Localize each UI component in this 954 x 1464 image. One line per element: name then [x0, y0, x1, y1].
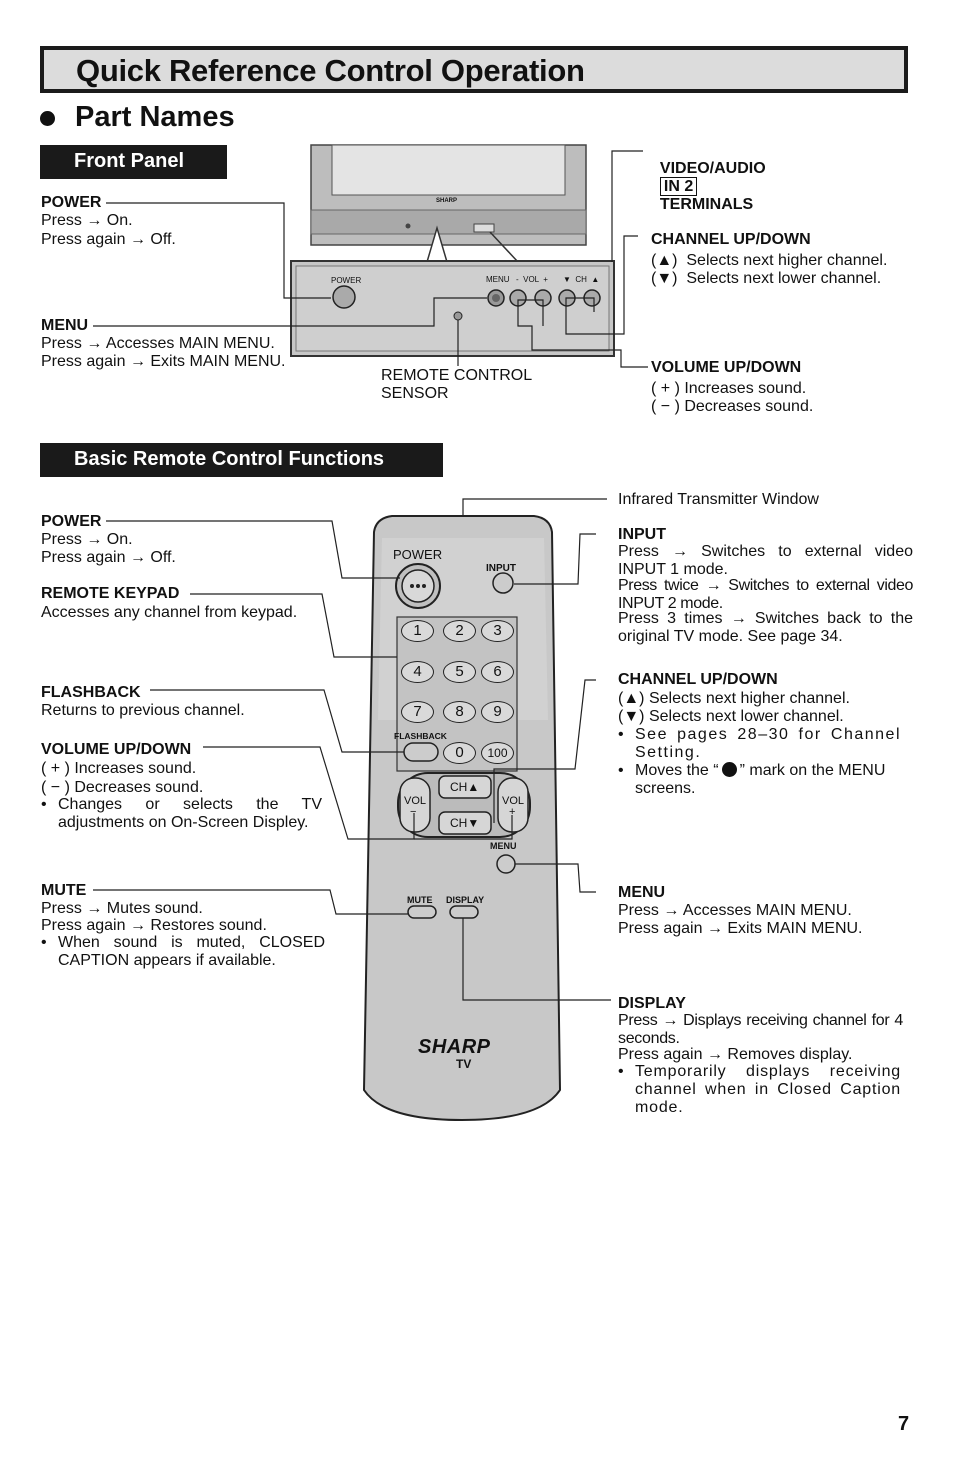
fp-sensor-line2: SENSOR — [381, 385, 449, 402]
key-4[interactable]: 4 — [401, 661, 434, 683]
rc-channel-bullet2: Moves the “” mark on the MENU screens. — [635, 762, 886, 797]
rc-infrared-label: Infrared Transmitter Window — [618, 491, 819, 508]
fp-power-label: POWER — [41, 194, 102, 211]
remote-input-text: INPUT — [486, 563, 516, 574]
fp-volume-line2: ( − ) Decreases sound. — [651, 398, 814, 415]
rc-input-para3: Press 3 times → Switches back to the ori… — [618, 610, 913, 645]
rc-input-para1: Press → Switches to external video INPUT… — [618, 543, 913, 578]
remote-mute-text: MUTE — [407, 895, 433, 905]
page-title: Quick Reference Control Operation — [76, 53, 585, 88]
key-8[interactable]: 8 — [443, 701, 476, 723]
key-9[interactable]: 9 — [481, 701, 514, 723]
tv-screen — [331, 144, 566, 196]
vol-plus-button[interactable]: VOL — [502, 795, 525, 807]
fp-channel-label: CHANNEL UP/DOWN — [651, 231, 811, 248]
vol-minus-sign: − — [410, 806, 417, 818]
rc-mute-line1: Press → Mutes sound. — [41, 900, 203, 917]
fp-channel-line1: (▲) Selects next higher channel. — [651, 252, 888, 269]
fp-volume-line1: ( + ) Increases sound. — [651, 380, 807, 397]
rc-channel-bullet1: See pages 28–30 for Channel Setting. — [635, 726, 901, 761]
rc-display-para1: Press → Displays receiving channel for 4… — [618, 1012, 903, 1047]
remote-brand: SHARP — [418, 1036, 491, 1058]
key-7[interactable]: 7 — [401, 701, 434, 723]
in2-box: IN 2 — [659, 177, 698, 196]
fp-power-line1: Press → On. — [41, 212, 133, 229]
fp-menu-line2: Press again → Exits MAIN MENU. — [41, 353, 286, 370]
section-heading: Part Names — [75, 101, 235, 133]
rc-channel-line1: (▲) Selects next higher channel. — [618, 690, 850, 707]
rc-power-label: POWER — [41, 513, 102, 530]
rc-input-label: INPUT — [618, 526, 666, 543]
menu-dot-icon — [721, 762, 737, 777]
fp-sensor-line1: REMOTE CONTROL — [381, 367, 533, 384]
key-6[interactable]: 6 — [481, 661, 514, 683]
rc-volume-label: VOLUME UP/DOWN — [41, 741, 192, 758]
page-number: 7 — [898, 1413, 910, 1435]
key-2[interactable]: 2 — [443, 620, 476, 642]
rc-input-para2: Press twice → Switches to external video… — [618, 577, 913, 612]
rc-power-line1: Press → On. — [41, 531, 133, 548]
remote-menu-text: MENU — [490, 841, 517, 851]
rc-volume-bullet: Changes or selects the TV adjustments on… — [58, 796, 322, 831]
front-panel-heading: Front Panel — [40, 145, 227, 179]
fp-power-line2: Press again → Off. — [41, 231, 176, 248]
fp-menu-line1: Press → Accesses MAIN MENU. — [41, 335, 275, 352]
rc-mute-line2: Press again → Restores sound. — [41, 917, 267, 934]
fp-video-audio-label: VIDEO/AUDIO IN 2 TERMINALS — [659, 160, 766, 213]
panel-vol-label: - VOL + — [516, 275, 548, 284]
key-1[interactable]: 1 — [401, 620, 434, 642]
rc-menu-line2: Press again → Exits MAIN MENU. — [618, 920, 863, 937]
rc-volume-line2: ( − ) Decreases sound. — [41, 779, 204, 796]
rc-keypad-line1: Accesses any channel from keypad. — [41, 604, 298, 621]
remote-brand-sub: TV — [456, 1057, 472, 1071]
panel-menu-label: MENU — [486, 275, 510, 284]
rc-power-line2: Press again → Off. — [41, 549, 176, 566]
rc-display-bullet: Temporarily displays receiving channel w… — [635, 1063, 901, 1116]
rc-volume-line1: ( + ) Increases sound. — [41, 760, 197, 777]
remote-display-text: DISPLAY — [446, 895, 485, 905]
key-0[interactable]: 0 — [443, 742, 476, 764]
rc-flashback-line1: Returns to previous channel. — [41, 702, 245, 719]
section-bullet — [40, 111, 55, 126]
remote-heading: Basic Remote Control Functions — [40, 443, 443, 477]
fp-volume-label: VOLUME UP/DOWN — [651, 359, 802, 376]
vol-minus-button[interactable]: VOL — [404, 795, 427, 807]
rc-keypad-label: REMOTE KEYPAD — [41, 585, 180, 602]
panel-ch-label: ▼ CH ▲ — [563, 275, 600, 284]
tv-brand: SHARP — [436, 198, 458, 204]
remote-power-text: POWER — [393, 547, 443, 562]
tv-control-strip — [310, 209, 587, 235]
rc-mute-bullet: When sound is muted, CLOSED CAPTION appe… — [58, 934, 325, 969]
title-bar: Quick Reference Control Operation — [40, 46, 908, 93]
rc-channel-line2: (▼) Selects next lower channel. — [618, 708, 844, 725]
key-5[interactable]: 5 — [443, 661, 476, 683]
key-100[interactable]: 100 — [481, 742, 514, 764]
remote-flashback-text: FLASHBACK — [394, 731, 447, 741]
fp-menu-label: MENU — [41, 317, 89, 334]
fp-channel-line2: (▼) Selects next lower channel. — [651, 270, 882, 287]
rc-channel-label: CHANNEL UP/DOWN — [618, 671, 778, 688]
panel-power-label: POWER — [331, 276, 362, 285]
rc-display-label: DISPLAY — [618, 995, 686, 1012]
rc-menu-label: MENU — [618, 884, 666, 901]
rc-mute-label: MUTE — [41, 882, 87, 899]
rc-display-para2: Press again → Removes display. — [618, 1046, 853, 1063]
rc-menu-line1: Press → Accesses MAIN MENU. — [618, 902, 852, 919]
ch-down-button[interactable]: CH▼ — [450, 816, 480, 830]
ch-up-button[interactable]: CH▲ — [450, 780, 480, 794]
rc-flashback-label: FLASHBACK — [41, 684, 141, 701]
key-3[interactable]: 3 — [481, 620, 514, 642]
panel-power-button — [332, 285, 356, 309]
vol-plus-sign: + — [509, 806, 516, 818]
